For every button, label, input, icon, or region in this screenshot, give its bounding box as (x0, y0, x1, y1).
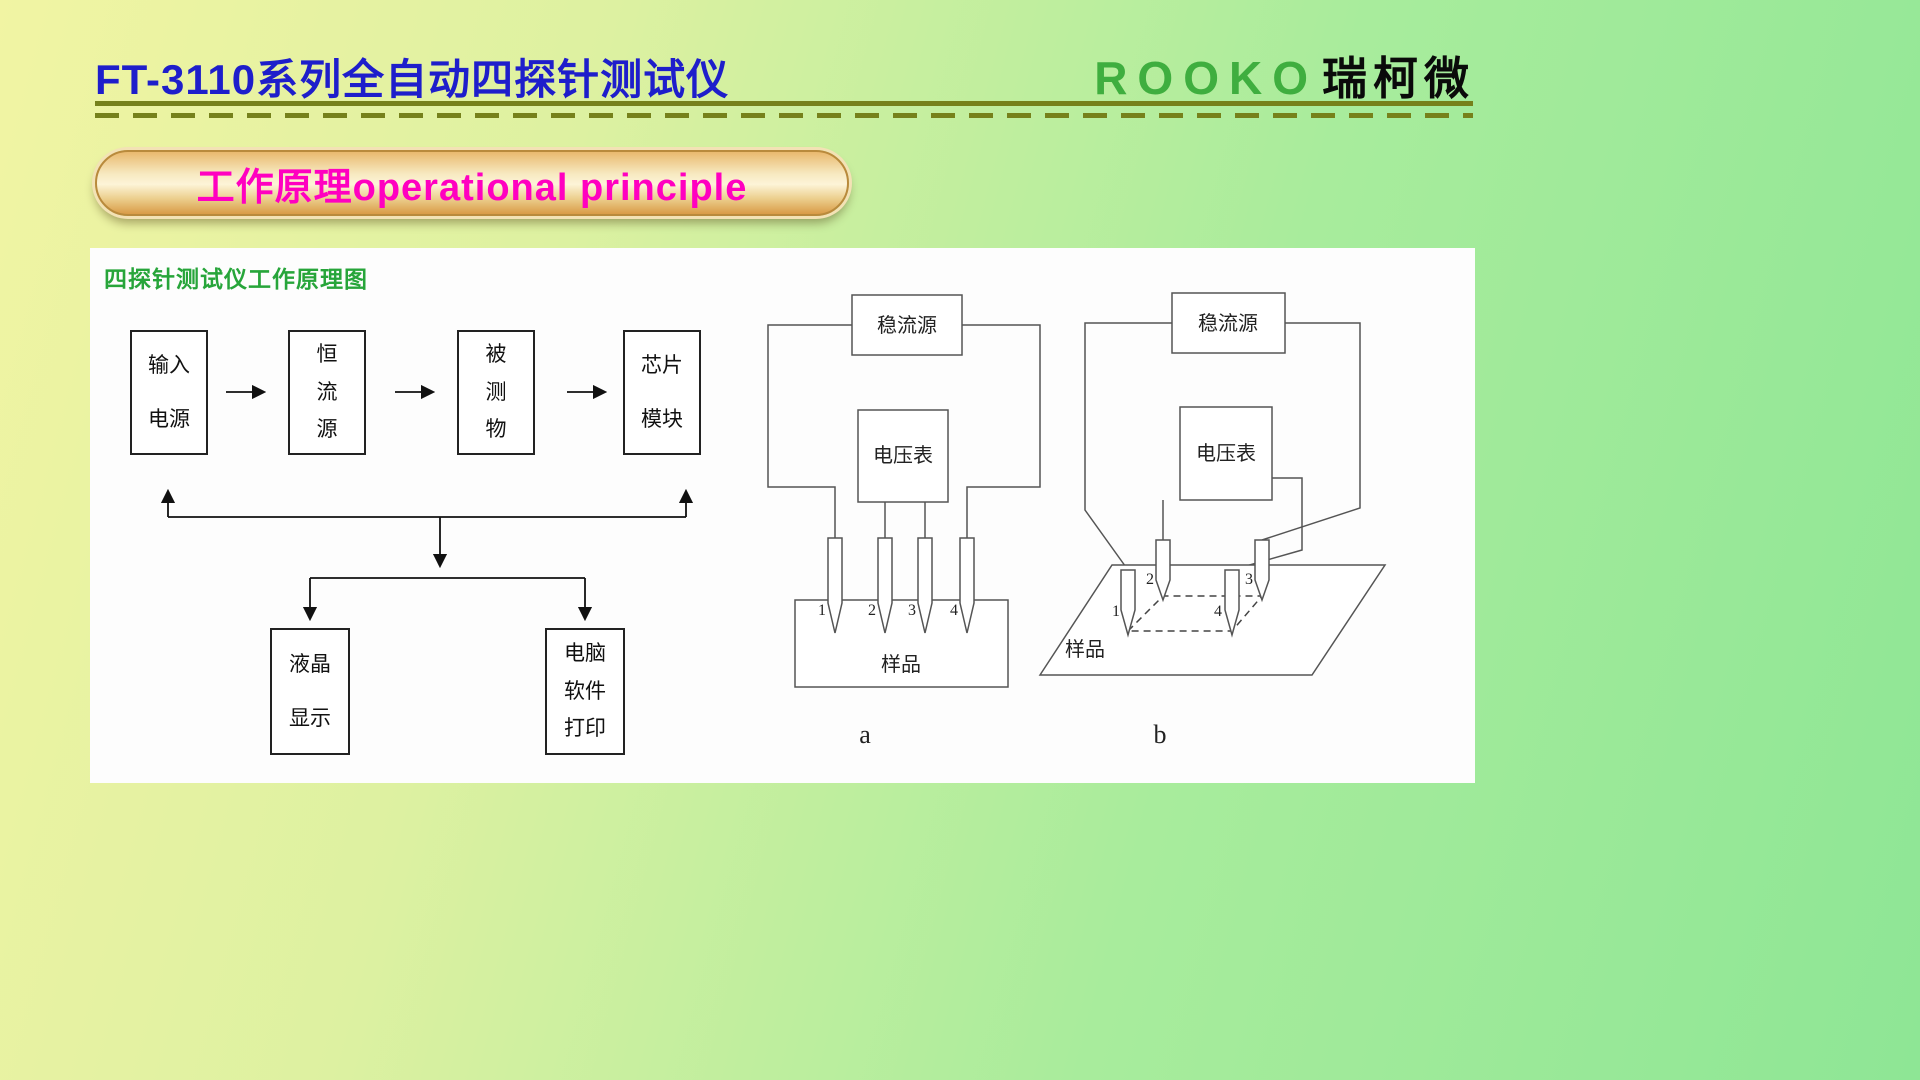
circuit-a: 稳流源 电压表 样品 1 2 3 4 a (767, 294, 1041, 749)
section-banner-label: 工作原理operational principle (196, 166, 748, 209)
wire-left-b (1084, 322, 1172, 571)
flowchart-connectors (160, 384, 694, 622)
voltmeter-box-a (857, 409, 949, 503)
probe-4-a (959, 537, 975, 634)
caption-b: b (1154, 720, 1167, 749)
probe-3-a (917, 537, 933, 634)
brand-logo: ROOKO 瑞柯微 (1094, 42, 1475, 107)
current-source-label-a: 稳流源 (877, 314, 937, 337)
probe-number-3-b: 3 (1245, 571, 1253, 588)
wire-right-a (962, 324, 1041, 538)
flowchart-title: 四探针测试仪工作原理图 (104, 267, 368, 292)
probe-1-a (827, 537, 843, 634)
flow-box-device-under-test: 被 测 物 (457, 330, 535, 455)
probe-4-b (1224, 569, 1240, 638)
probe-2-b (1155, 539, 1171, 603)
probe-1-b (1120, 569, 1136, 638)
probe-3-b (1254, 539, 1270, 603)
voltmeter-box-b (1179, 406, 1273, 501)
flow-box-lcd-display: 液晶 显示 (270, 628, 350, 755)
sample-label-a: 样品 (881, 653, 921, 676)
section-banner: 工作原理operational principle (95, 150, 849, 216)
content-panel: 稳流源 电压表 样品 1 2 3 4 a 稳 (90, 248, 1475, 783)
voltmeter-label-a: 电压表 (873, 444, 933, 467)
page-title: FT-3110系列全自动四探针测试仪 (95, 56, 730, 103)
diagram-canvas: 稳流源 电压表 样品 1 2 3 4 a 稳 (160, 292, 1387, 749)
current-source-label-b: 稳流源 (1198, 312, 1258, 335)
probe-number-1-b: 1 (1112, 603, 1120, 620)
sample-label-b: 样品 (1065, 638, 1105, 661)
flow-box-constant-current-source: 恒 流 源 (288, 330, 366, 455)
voltmeter-label-b: 电压表 (1196, 442, 1256, 465)
probe-2-a (877, 537, 893, 634)
title-divider-dashed (95, 113, 1473, 118)
title-divider-solid (95, 101, 1473, 106)
brand-name-en: ROOKO (1094, 52, 1318, 104)
wire-left-a (767, 324, 852, 538)
probe-number-2-b: 2 (1146, 571, 1154, 588)
flow-box-pc-software-print: 电脑 软件 打印 (545, 628, 625, 755)
brand-name-cn: 瑞柯微 (1321, 53, 1475, 104)
current-source-box-b (1171, 292, 1286, 354)
probe-number-2-a: 2 (868, 602, 876, 619)
wire-right-b (1261, 322, 1361, 541)
circuit-b: 稳流源 电压表 样品 1 2 3 4 b (1038, 292, 1387, 749)
flow-box-chip-module: 芯片 模块 (623, 330, 701, 455)
caption-a: a (859, 720, 871, 749)
probe-number-4-b: 4 (1214, 603, 1222, 620)
flow-box-input-power: 输入 电源 (130, 330, 208, 455)
probe-number-4-a: 4 (950, 602, 958, 619)
current-source-box-a (851, 294, 963, 356)
probe-number-3-a: 3 (908, 602, 916, 619)
probe-number-1-a: 1 (818, 602, 826, 619)
